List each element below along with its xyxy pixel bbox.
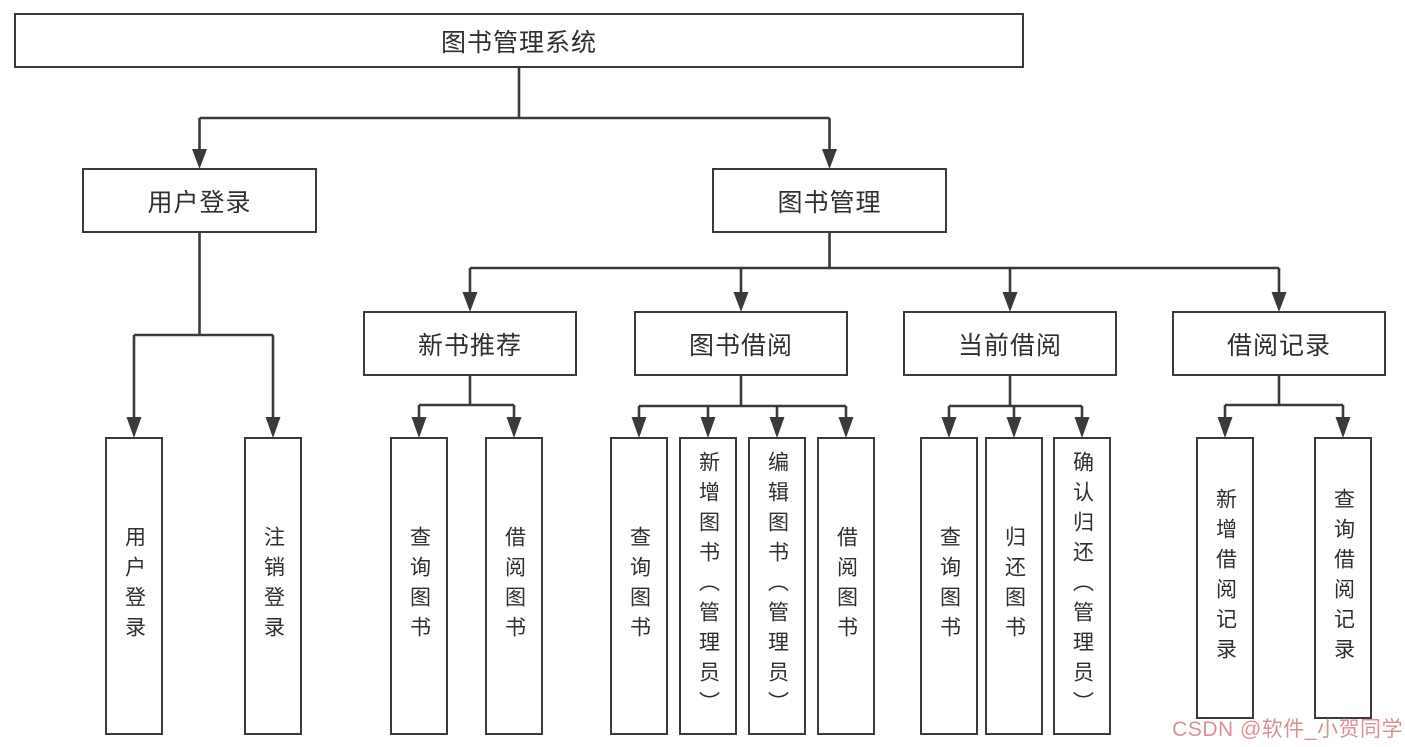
leaf-recommend-query-books: 查询图书 <box>390 437 448 735</box>
arrowhead <box>822 149 837 169</box>
node-book-management: 图书管理 <box>712 168 947 233</box>
arrowhead <box>769 417 785 438</box>
arrowhead <box>838 417 854 438</box>
leaf-add-book-admin: 新增图书（管理员） <box>679 437 737 735</box>
leaf-label: 查询图书 <box>627 526 651 646</box>
node-current-borrowing-label: 当前借阅 <box>957 331 1062 360</box>
csdn-watermark: CSDN @软件_小贺同学 <box>1172 718 1403 741</box>
leaf-confirm-return-admin: 确认归还（管理员） <box>1053 437 1111 735</box>
arrowhead <box>631 417 647 438</box>
leaf-recommend-borrow-books: 借阅图书 <box>485 437 543 735</box>
leaf-label: 用户登录 <box>122 526 146 646</box>
leaf-label: 归还图书 <box>1002 526 1026 646</box>
node-user-login: 用户登录 <box>82 168 317 233</box>
arrowhead <box>1006 417 1022 438</box>
arrowhead <box>1271 292 1287 312</box>
node-new-book-recommend-label: 新书推荐 <box>417 331 522 360</box>
leaf-user-login: 用户登录 <box>105 437 163 735</box>
leaf-label: 新增借阅记录 <box>1213 488 1237 668</box>
node-book-borrowing-label: 图书借阅 <box>688 331 793 360</box>
leaf-label: 查询图书 <box>407 526 431 646</box>
arrowhead <box>192 149 207 169</box>
leaf-label: 确认归还（管理员） <box>1070 451 1094 721</box>
leaf-add-borrow-record: 新增借阅记录 <box>1196 437 1254 719</box>
leaf-query-borrow-record: 查询借阅记录 <box>1314 437 1372 719</box>
leaf-label: 注销登录 <box>261 526 285 646</box>
node-user-login-label: 用户登录 <box>147 188 252 217</box>
arrowhead <box>1074 417 1090 438</box>
arrowhead <box>506 417 522 438</box>
arrowhead <box>733 292 749 312</box>
node-borrowing-records: 借阅记录 <box>1172 311 1386 376</box>
leaf-label: 编辑图书（管理员） <box>765 451 789 721</box>
leaf-label: 新增图书（管理员） <box>696 451 720 721</box>
leaf-borrowing-query-books: 查询图书 <box>610 437 668 735</box>
arrowhead <box>1002 292 1018 312</box>
arrowhead <box>941 417 957 438</box>
leaf-edit-book-admin: 编辑图书（管理员） <box>748 437 806 735</box>
arrowhead <box>1335 417 1351 438</box>
arrowhead <box>126 417 142 438</box>
node-root-label: 图书管理系统 <box>440 28 597 57</box>
arrowhead <box>462 292 478 312</box>
node-book-management-label: 图书管理 <box>777 188 882 217</box>
leaf-borrow-book: 借阅图书 <box>817 437 875 735</box>
leaf-label: 查询借阅记录 <box>1331 488 1355 668</box>
leaf-label: 借阅图书 <box>502 526 526 646</box>
leaf-logout: 注销登录 <box>244 437 302 735</box>
node-book-borrowing: 图书借阅 <box>634 311 848 376</box>
leaf-label: 查询图书 <box>937 526 961 646</box>
node-borrowing-records-label: 借阅记录 <box>1226 331 1331 360</box>
leaf-label: 借阅图书 <box>834 526 858 646</box>
node-current-borrowing: 当前借阅 <box>903 311 1117 376</box>
arrowhead <box>265 417 281 438</box>
node-new-book-recommend: 新书推荐 <box>363 311 577 376</box>
arrowhead <box>1217 417 1233 438</box>
leaf-return-book: 归还图书 <box>985 437 1043 735</box>
arrowhead <box>411 417 427 438</box>
node-root: 图书管理系统 <box>14 13 1024 68</box>
arrowhead <box>700 417 716 438</box>
leaf-current-query-books: 查询图书 <box>920 437 978 735</box>
